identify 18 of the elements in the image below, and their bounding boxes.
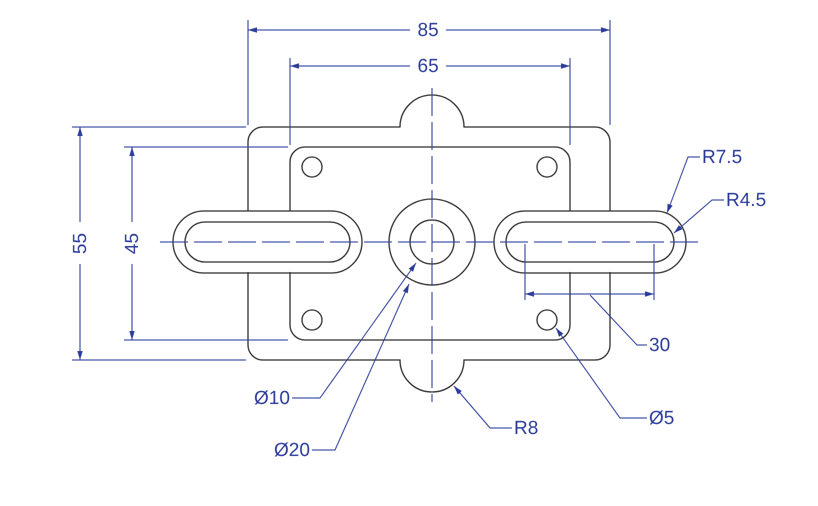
- callout-text: Ø5: [649, 408, 674, 428]
- leader-line: [454, 386, 512, 428]
- leader-line: [674, 200, 724, 234]
- callout-text: Ø20: [274, 440, 310, 460]
- dimension-value: 65: [418, 56, 439, 76]
- callout-text: R8: [514, 418, 538, 438]
- leader-line: [312, 284, 410, 450]
- dimension-value: 55: [70, 232, 91, 254]
- callout-text: R4.5: [726, 190, 766, 210]
- callout-text: Ø10: [254, 388, 290, 408]
- leader-line: [666, 156, 700, 214]
- leader-line: [556, 328, 648, 418]
- dimension-value: 45: [122, 232, 143, 254]
- leader-line: [292, 262, 416, 398]
- callout-text: 30: [649, 334, 670, 356]
- dimension-value: 85: [418, 20, 439, 40]
- leader-line: [590, 294, 648, 346]
- callout-text: R7.5: [702, 146, 742, 168]
